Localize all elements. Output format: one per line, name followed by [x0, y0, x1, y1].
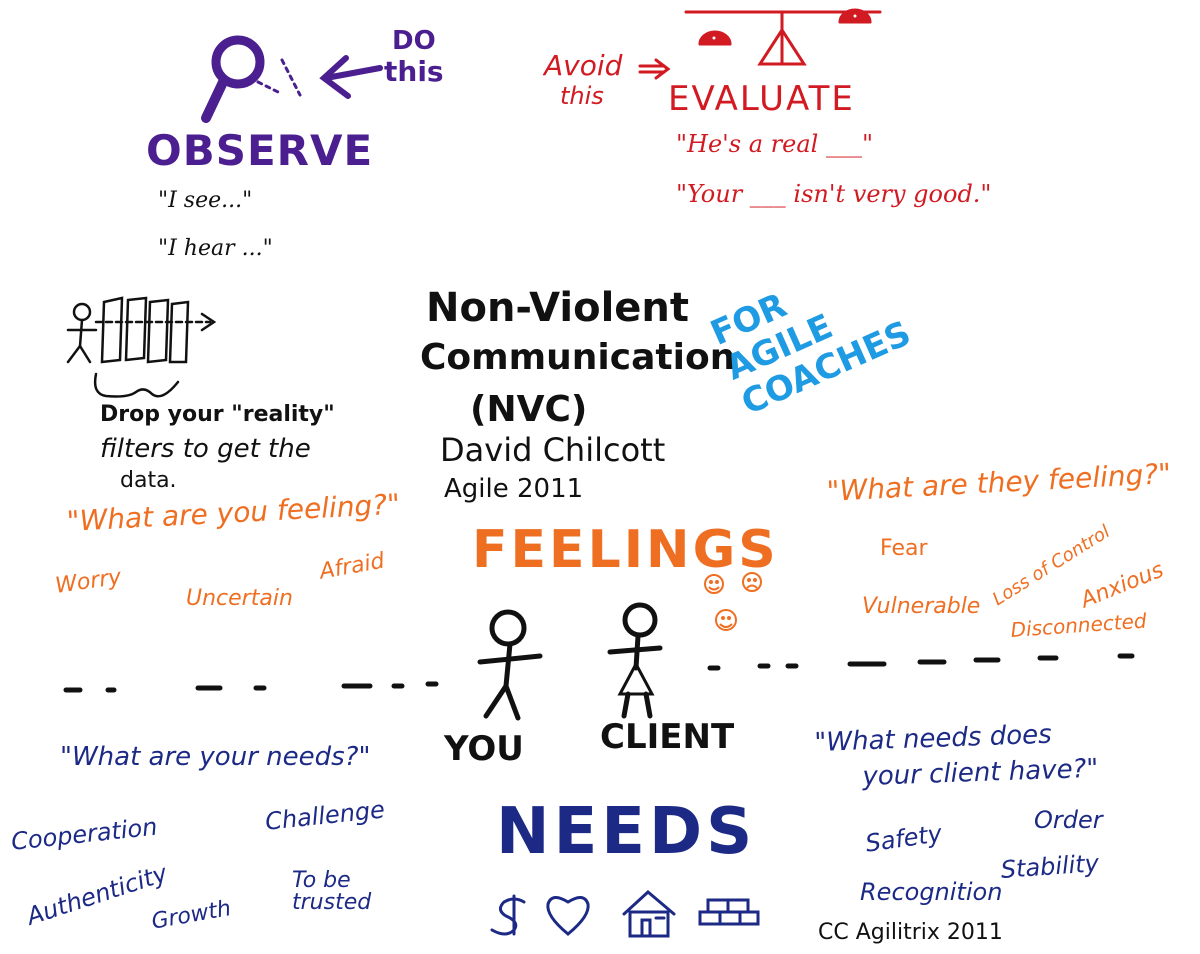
house-icon — [622, 890, 676, 938]
client-figure — [607, 602, 663, 719]
do-this-line2: this — [384, 55, 444, 88]
needs-client-question-line2: your client have?" — [861, 753, 1099, 792]
need-recognition: Recognition — [860, 878, 1003, 906]
observe-phrase-see: "I see..." — [158, 188, 253, 213]
needs-client-question-line1: "What needs does — [813, 719, 1053, 758]
dollar-icon — [490, 894, 526, 936]
title-line3: (NVC) — [470, 389, 588, 430]
client-label: CLIENT — [600, 717, 735, 757]
balance-scale-icon — [638, 8, 882, 80]
needs-icons — [490, 890, 760, 938]
credit: CC Agilitrix 2011 — [818, 920, 1003, 945]
title-author: David Chilcott — [440, 431, 666, 469]
magnifying-glass-icon — [201, 35, 383, 123]
emotion-faces-icon — [704, 572, 762, 631]
title-line1: Non-Violent — [426, 285, 690, 331]
heart-icon — [546, 896, 590, 936]
do-this-line1: DO — [392, 26, 436, 56]
filters-note-line1: Drop your "reality" — [100, 402, 335, 427]
need-to-be-trusted: To be trusted — [292, 868, 372, 915]
observe-phrase-hear: "I hear ..." — [158, 236, 273, 261]
title-line2: Communication — [420, 337, 736, 378]
feelings-heading: FEELINGS — [472, 520, 779, 580]
evaluate-phrase-good: "Your ___ isn't very good." — [676, 180, 992, 208]
avoid-this-line1: Avoid — [544, 49, 623, 82]
feeling-uncertain: Uncertain — [186, 586, 293, 611]
feeling-fear: Fear — [880, 536, 928, 561]
feeling-vulnerable: Vulnerable — [862, 594, 981, 619]
evaluate-phrase-real: "He's a real ___" — [676, 130, 873, 158]
filters-note-line2: filters to get the — [100, 434, 311, 464]
you-label: YOU — [444, 729, 524, 769]
bricks-icon — [698, 898, 760, 926]
avoid-this-line2: this — [560, 82, 604, 110]
needs-you-question: "What are your needs?" — [60, 742, 371, 772]
need-stability: Stability — [999, 849, 1100, 884]
title-event: Agile 2011 — [444, 474, 584, 504]
filters-note-line3: data. — [120, 468, 177, 493]
needs-heading: NEEDS — [496, 795, 757, 869]
evaluate-heading: EVALUATE — [668, 79, 855, 119]
you-figure — [477, 609, 543, 721]
dashed-divider — [63, 653, 1135, 693]
stick-figure-filters-icon — [66, 296, 217, 398]
need-order: Order — [1034, 806, 1103, 834]
observe-heading: OBSERVE — [146, 126, 374, 175]
